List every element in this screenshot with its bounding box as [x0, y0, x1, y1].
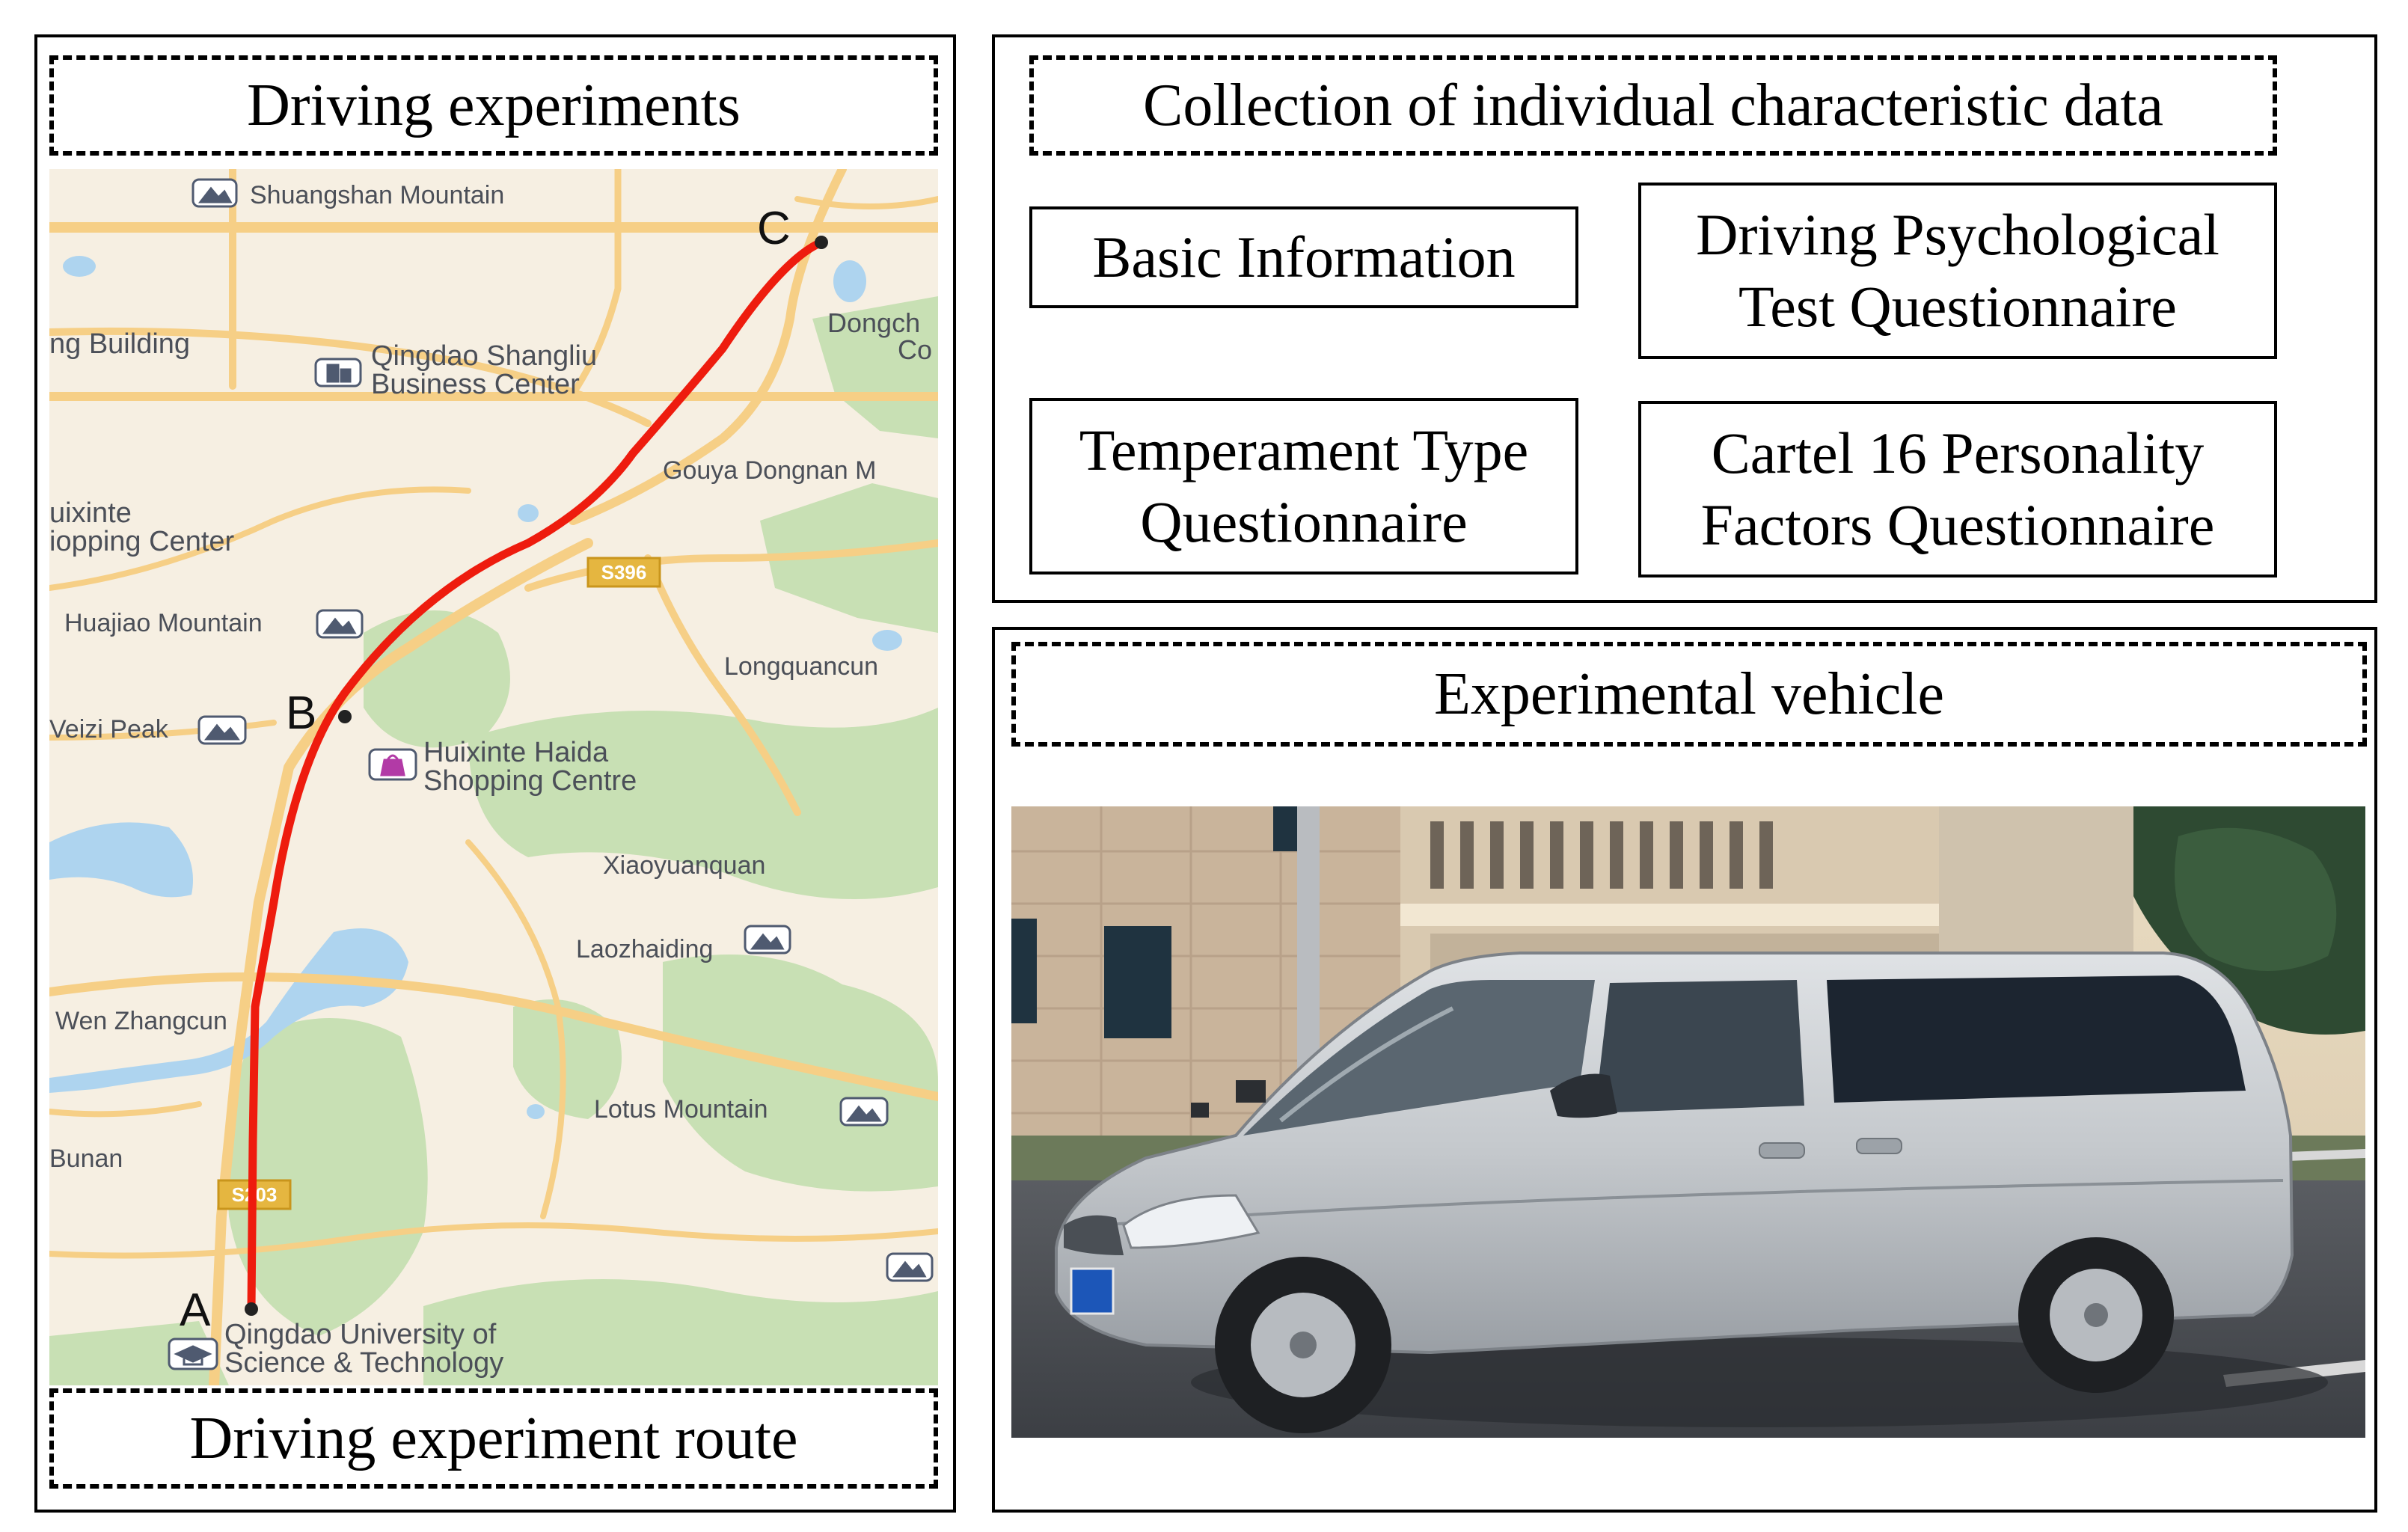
map-green-areas	[49, 296, 938, 1385]
point-a-marker	[245, 1302, 258, 1316]
map-label-uixinte: uixinte	[49, 497, 132, 529]
mountain-icon	[744, 925, 791, 955]
map-label-laozhaiding: Laozhaiding	[576, 935, 713, 963]
temperament-type-box: Temperament Type Questionnaire	[1029, 398, 1578, 574]
temperament-type-line-2: Questionnaire	[1140, 489, 1468, 554]
point-c-marker	[815, 236, 828, 249]
grille	[1064, 1215, 1124, 1255]
map-label-bunan: Bunan	[49, 1145, 123, 1173]
map-label-shuangshan: Shuangshan Mountain	[250, 181, 504, 209]
point-c-label: C	[757, 203, 791, 254]
headlight	[1122, 1194, 1260, 1249]
temperament-type-line-1: Temperament Type	[1079, 417, 1529, 482]
route-map: S396 S203 A B C	[49, 169, 938, 1385]
map-label-haida-1: Huixinte Haida	[423, 737, 609, 768]
rear-wheel	[2018, 1237, 2174, 1393]
point-b-label: B	[286, 687, 316, 739]
side-mirror	[1550, 1073, 1617, 1118]
map-label-gouya: Gouya Dongnan M	[663, 456, 876, 485]
driving-psychological-box: Driving Psychological Test Questionnaire	[1638, 183, 2277, 359]
s396-shield: S396	[586, 557, 661, 588]
basic-information-label: Basic Information	[1092, 224, 1516, 289]
driving-psychological-line-2: Test Questionnaire	[1738, 274, 2177, 339]
cattell-16pf-box: Cartel 16 Personality Factors Questionna…	[1638, 401, 2277, 577]
map-roads	[49, 169, 938, 1385]
office-building-icon	[314, 358, 362, 387]
map-label-wen: Wen Zhangcun	[55, 1007, 227, 1035]
map-label-lotus: Lotus Mountain	[594, 1095, 768, 1124]
point-a-label: A	[180, 1284, 211, 1336]
map-label-huajiao: Huajiao Mountain	[64, 609, 263, 637]
map-label-xiaoyuanquan: Xiaoyuanquan	[603, 851, 765, 880]
mountain-icon	[192, 178, 238, 208]
map-label-qust-2: Science & Technology	[224, 1347, 503, 1379]
driving-route-line	[247, 238, 826, 1314]
map-label-longquancun: Longquancun	[724, 652, 878, 681]
map-label-haida-2: Shopping Centre	[423, 765, 637, 797]
rear-side-window	[1827, 975, 2246, 1103]
cattell-16pf-line-1: Cartel 16 Personality	[1711, 420, 2205, 485]
experimental-vehicle-title: Experimental vehicle	[1434, 661, 1944, 727]
university-icon	[168, 1338, 218, 1370]
windshield	[1243, 980, 1595, 1136]
mountain-icon	[316, 609, 364, 639]
driving-route-title: Driving experiment route	[189, 1405, 798, 1471]
map-label-ng-building: ng Building	[49, 328, 190, 360]
svg-text:S396: S396	[601, 561, 647, 583]
map-label-qust-1: Qingdao University of	[224, 1319, 497, 1350]
license-plate	[1070, 1267, 1115, 1315]
experimental-vehicle-photo	[1011, 806, 2365, 1438]
individual-data-title: Collection of individual characteristic …	[1143, 72, 2163, 138]
map-label-hopping: iopping Center	[49, 526, 235, 557]
roof-sensor	[1236, 1080, 1266, 1103]
map-water	[49, 256, 902, 1119]
shopping-bag-icon	[368, 748, 417, 781]
cattell-16pf-line-2: Factors Questionnaire	[1700, 492, 2215, 557]
mountain-icon	[839, 1097, 889, 1127]
map-label-shangliu-2: Business Center	[371, 369, 580, 400]
driving-psychological-line-1: Driving Psychological	[1696, 202, 2219, 267]
driving-experiments-header: Driving experiments	[49, 55, 938, 156]
front-wheel	[1215, 1257, 1391, 1433]
driving-route-footer: Driving experiment route	[49, 1388, 938, 1489]
basic-information-box: Basic Information	[1029, 206, 1578, 308]
individual-data-header: Collection of individual characteristic …	[1029, 55, 2277, 156]
map-label-shangliu-1: Qingdao Shangliu	[371, 340, 597, 372]
map-label-dongch: Dongch	[827, 307, 920, 338]
map-label-co: Co	[898, 334, 932, 365]
point-b-marker	[338, 710, 352, 723]
driving-experiments-title: Driving experiments	[247, 72, 741, 138]
mountain-icon	[197, 715, 247, 745]
map-label-veizi: Veizi Peak	[49, 715, 169, 744]
mountain-icon	[886, 1252, 934, 1282]
front-side-window	[1595, 980, 1804, 1113]
experimental-vehicle-header: Experimental vehicle	[1011, 642, 2367, 747]
